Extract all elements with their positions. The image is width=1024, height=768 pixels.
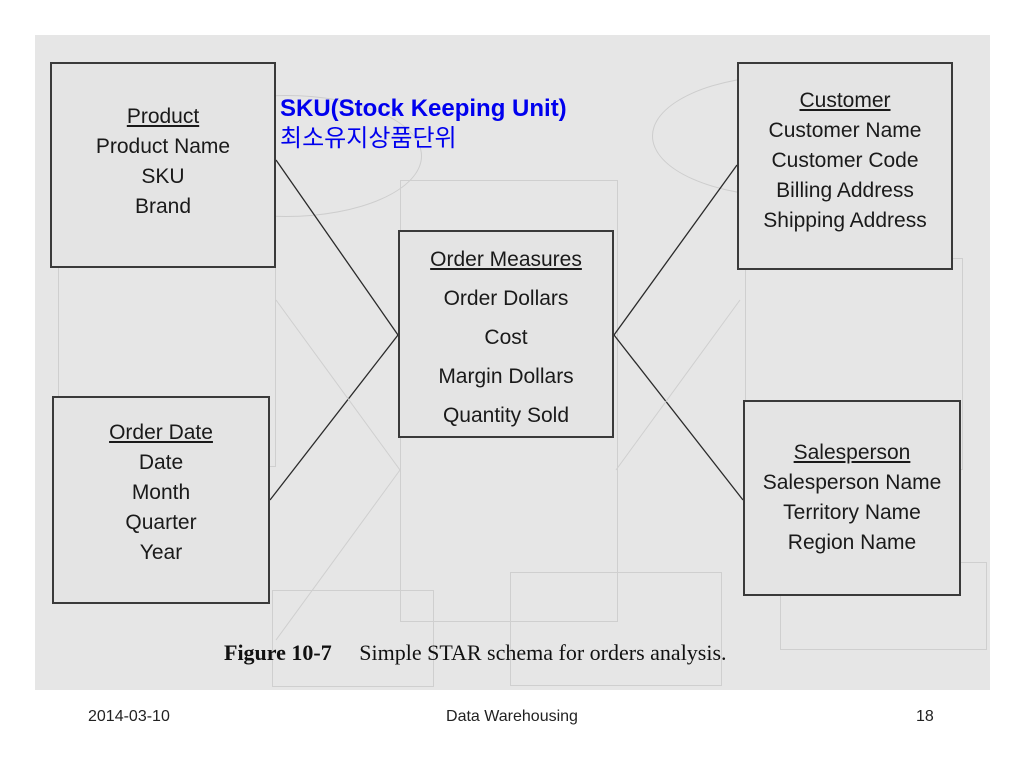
order-date-attribute: Year	[139, 541, 183, 564]
order-date-entity-box: Order Date Date Month Quarter Year	[52, 396, 270, 604]
customer-entity-name: Customer	[799, 89, 891, 112]
figure-number: Figure 10-7	[224, 640, 332, 665]
sku-annotation-korean: 최소유지상품단위	[280, 125, 457, 152]
order-measures-attribute: Order Dollars	[443, 287, 569, 310]
product-entity-box: Product Product Name SKU Brand	[50, 62, 276, 268]
order-measures-attribute: Margin Dollars	[438, 365, 574, 388]
product-attribute: Product Name	[95, 135, 231, 158]
order-date-entity-name: Order Date	[109, 421, 213, 444]
slide-number: 18	[916, 708, 934, 725]
customer-attribute: Customer Name	[768, 119, 922, 142]
figure-caption: Figure 10-7 Simple STAR schema for order…	[224, 640, 727, 666]
salesperson-entity-box: Salesperson Salesperson Name Territory N…	[743, 400, 961, 596]
footer-date: 2014-03-10	[88, 708, 170, 725]
salesperson-attribute: Region Name	[787, 531, 917, 554]
footer-title: Data Warehousing	[446, 708, 578, 725]
sku-annotation: SKU(Stock Keeping Unit) 최소유지상품단위	[280, 94, 567, 154]
order-measures-name: Order Measures	[430, 248, 582, 271]
order-date-attribute: Month	[131, 481, 191, 504]
salesperson-attribute: Territory Name	[783, 501, 921, 524]
customer-attribute: Billing Address	[776, 179, 914, 202]
order-date-attribute: Date	[138, 451, 184, 474]
customer-attribute: Customer Code	[771, 149, 919, 172]
sku-annotation-title: SKU(Stock Keeping Unit)	[280, 95, 567, 122]
order-measures-fact-box: Order Measures Order Dollars Cost Margin…	[398, 230, 614, 438]
salesperson-attribute: Salesperson Name	[762, 471, 942, 494]
figure-caption-text: Simple STAR schema for orders analysis.	[359, 640, 727, 665]
customer-entity-box: Customer Customer Name Customer Code Bil…	[737, 62, 953, 270]
salesperson-entity-name: Salesperson	[793, 441, 911, 464]
customer-attribute: Shipping Address	[763, 209, 927, 232]
ghost-box-bottom-1	[272, 590, 434, 687]
order-date-attribute: Quarter	[125, 511, 197, 534]
ghost-box-bottom-2	[510, 572, 722, 686]
order-measures-attribute: Cost	[484, 326, 528, 349]
product-attribute: Brand	[134, 195, 192, 218]
order-measures-attribute: Quantity Sold	[442, 404, 570, 427]
product-attribute: SKU	[141, 165, 185, 188]
product-entity-name: Product	[126, 105, 200, 128]
